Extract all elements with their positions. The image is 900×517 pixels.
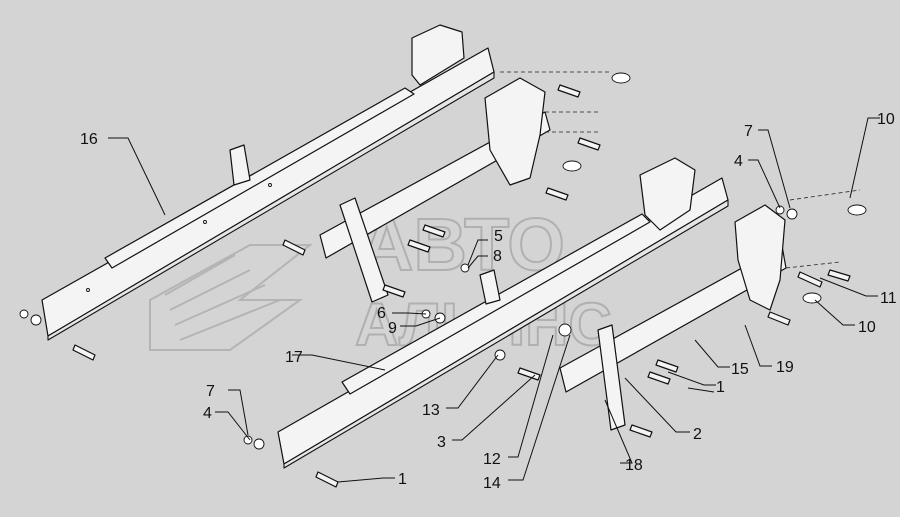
- leader-lines: [108, 117, 880, 483]
- callout-12: 12: [483, 451, 501, 468]
- upper-rail-assembly: [41, 47, 495, 341]
- callout-7-left: 7: [206, 383, 215, 400]
- callout-17: 17: [285, 349, 303, 366]
- callout-2: 2: [693, 426, 702, 443]
- callout-5: 5: [494, 228, 503, 245]
- callout-18: 18: [625, 457, 643, 474]
- callout-labels: 16 17 13 3 12 14 18 2 1 1 15 19 5 8 6 9 …: [80, 111, 897, 492]
- callout-10-top: 10: [877, 111, 895, 128]
- callout-4-right: 4: [734, 153, 743, 170]
- callout-1-right: 1: [716, 379, 725, 396]
- callout-6: 6: [377, 305, 386, 322]
- callout-9: 9: [388, 320, 397, 337]
- callout-13: 13: [422, 402, 440, 419]
- callout-11: 11: [880, 290, 897, 307]
- callout-7-right: 7: [744, 123, 753, 140]
- callout-15: 15: [731, 361, 749, 378]
- mounting-plates: [229, 24, 786, 431]
- callout-1-bottom: 1: [398, 471, 407, 488]
- callout-16: 16: [80, 131, 98, 148]
- callout-4-left: 4: [203, 405, 212, 422]
- callout-19: 19: [776, 359, 794, 376]
- callout-14: 14: [483, 475, 501, 492]
- callout-3: 3: [437, 434, 446, 451]
- callout-8: 8: [493, 248, 502, 265]
- callout-10-bottom: 10: [858, 319, 876, 336]
